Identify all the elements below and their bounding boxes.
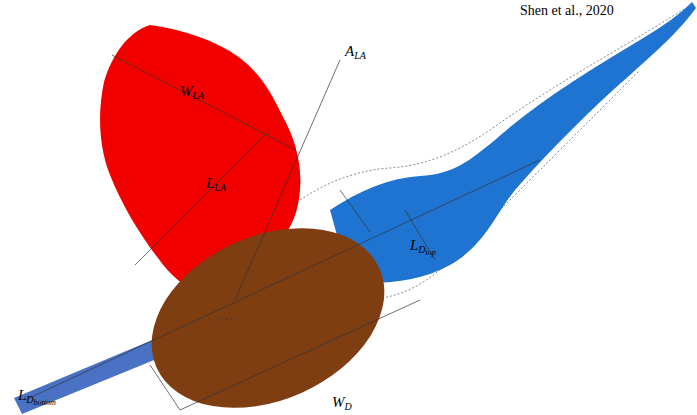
label-part: A: [345, 43, 354, 59]
dimension-label: WLA: [180, 84, 204, 101]
body-ellipse: [123, 193, 413, 415]
dimension-label: LDbottom: [18, 388, 56, 407]
label-part: W: [180, 83, 193, 99]
label-part: top: [426, 248, 436, 257]
label-part: D: [26, 394, 33, 405]
dimension-label: LDtop: [410, 238, 436, 257]
label-part: D: [345, 401, 352, 412]
dimension-label: ALA: [345, 44, 366, 61]
measure-lines: [25, 55, 540, 410]
duct-upper: [330, 2, 696, 283]
label-part: bottom: [34, 398, 56, 407]
label-part: L: [206, 175, 214, 191]
label-part: LA: [193, 90, 205, 101]
dimension-label: LLA: [206, 176, 226, 193]
label-part: L: [410, 237, 418, 253]
dimension-label: WD: [332, 395, 352, 412]
label-part: D: [418, 244, 425, 255]
label-part: LA: [214, 182, 226, 193]
label-part: LA: [354, 50, 366, 61]
label-part: L: [18, 387, 26, 403]
label-part: W: [332, 394, 345, 410]
citation: Shen et al., 2020: [520, 4, 614, 18]
